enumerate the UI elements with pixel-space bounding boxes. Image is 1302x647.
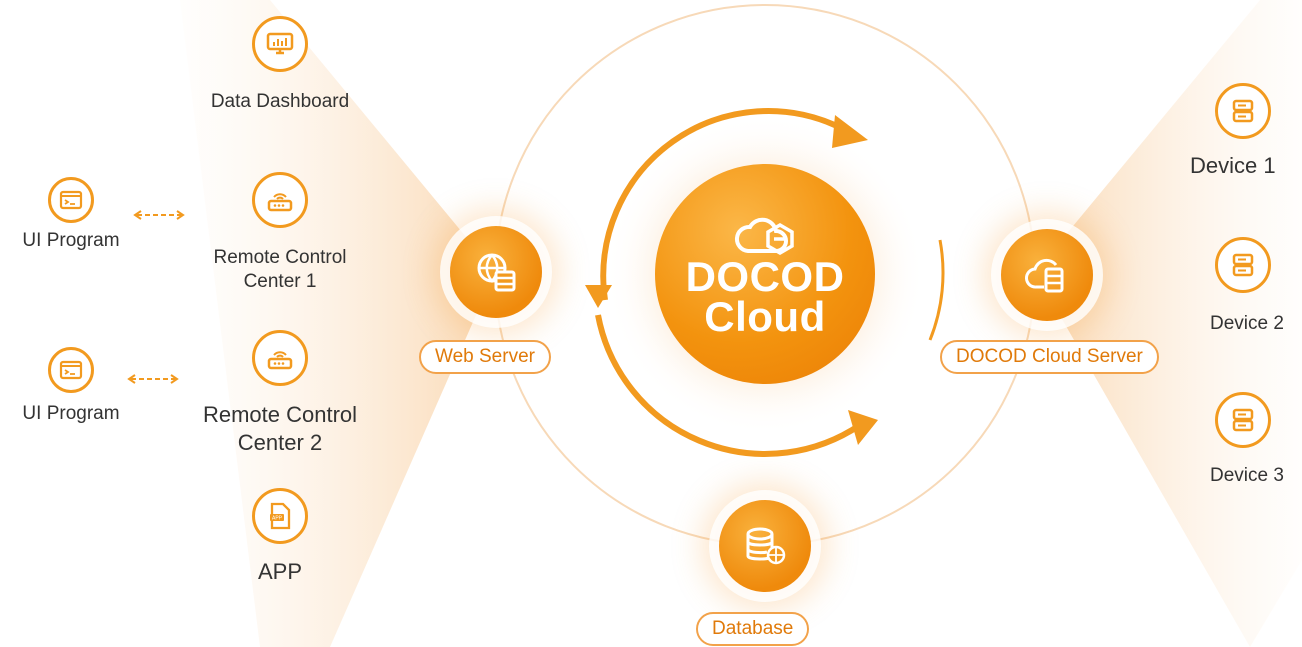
- cloud-logo-icon: [735, 217, 794, 256]
- device-3-label: Device 3: [1210, 465, 1284, 486]
- database-globe-icon: [746, 527, 786, 565]
- terminal-window-icon: [48, 347, 94, 393]
- arrow-top: [600, 108, 847, 301]
- web-server-hub: [450, 226, 542, 318]
- server-unit-icon: [1215, 83, 1271, 139]
- cloud-server-hub: [1001, 229, 1093, 321]
- arrow-bottom-head: [848, 410, 878, 445]
- core-title-line1: DOCOD: [685, 253, 845, 300]
- svg-text:APP: APP: [272, 516, 283, 522]
- device-1-label: Device 1: [1190, 153, 1276, 178]
- arrow-right: [928, 239, 945, 341]
- device-2-label: Device 2: [1210, 313, 1284, 334]
- router-icon: [252, 330, 308, 386]
- right-fan: [1035, 0, 1302, 647]
- globe-server-icon: [477, 253, 516, 292]
- data-dashboard-label: Data Dashboard: [210, 91, 350, 112]
- docod-cloud-server-label: DOCOD Cloud Server: [940, 340, 1159, 374]
- monitor-chart-icon: [252, 16, 308, 72]
- app-label: APP: [257, 559, 303, 584]
- server-unit-icon: [1215, 237, 1271, 293]
- docod-cloud-core: DOCOD Cloud: [655, 164, 875, 384]
- cloud-server-icon: [1025, 258, 1064, 293]
- arrow-bottom: [595, 314, 862, 457]
- web-server-label: Web Server: [419, 340, 551, 374]
- app-file-icon: APP: [252, 488, 308, 544]
- ui-program-label-2: UI Program: [22, 403, 120, 424]
- bidirectional-arrow-icon: [133, 210, 185, 220]
- terminal-window-icon: [48, 177, 94, 223]
- left-fan: [180, 0, 495, 647]
- remote-control-center-1-label: Remote Control Center 1: [213, 247, 347, 292]
- router-icon: [252, 172, 308, 228]
- database-label: Database: [696, 612, 810, 646]
- ui-program-label-1: UI Program: [22, 230, 120, 251]
- bidirectional-arrow-icon: [127, 374, 179, 384]
- server-unit-icon: [1215, 392, 1271, 448]
- core-title-line2: Cloud: [704, 293, 826, 340]
- arrow-left-head: [585, 285, 612, 308]
- arrow-top-head: [832, 115, 868, 148]
- database-hub: [719, 500, 811, 592]
- remote-control-center-2-label: Remote Control Center 2: [202, 402, 358, 455]
